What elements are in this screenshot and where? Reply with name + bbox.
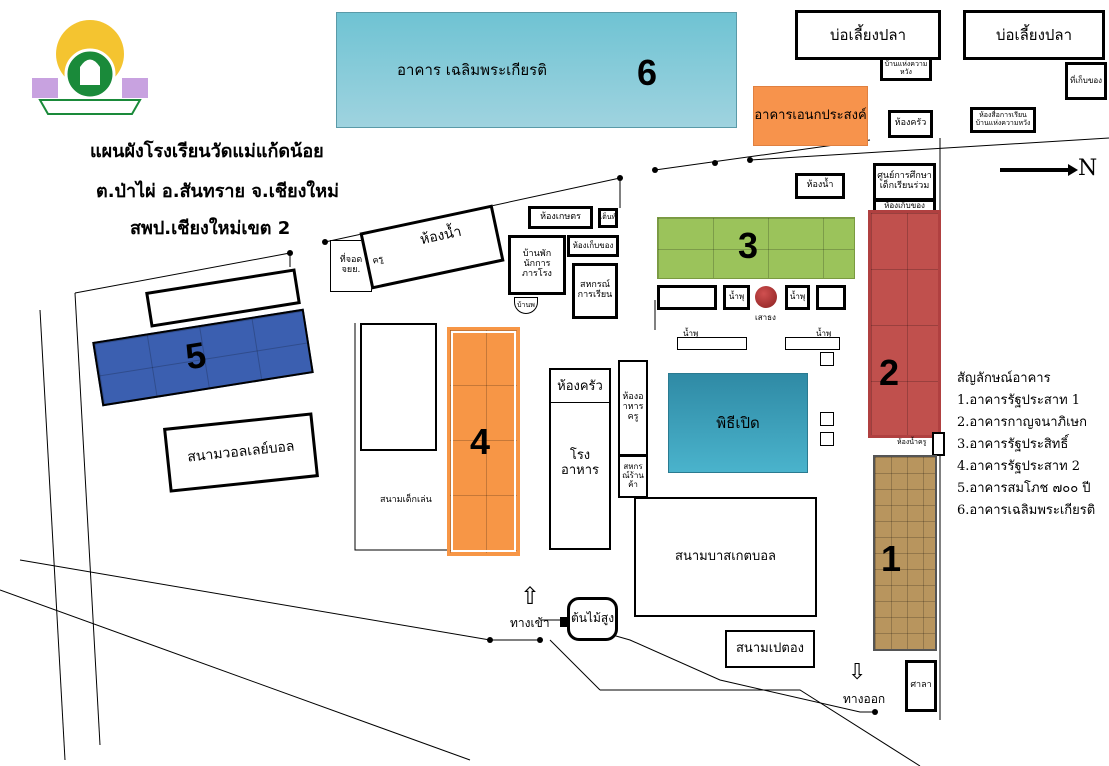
legend-item: 6.อาคารเฉลิมพระเกียรติ [957, 503, 1096, 518]
kitchen-label: ห้องครัว [557, 379, 603, 394]
storage-3: ห้องเก็บของ [567, 235, 619, 257]
entrance-label: ทางเข้า [510, 616, 550, 630]
flagpole-label: เสาธง [755, 313, 776, 322]
storage-top: ที่เก็บของ [1065, 62, 1107, 100]
fountain-3: น้ำพุ [683, 329, 699, 338]
teacher-restroom-label: ห้องน้ำครู [897, 438, 927, 446]
exit-arrow-icon: ⇩ [848, 660, 867, 685]
legend-item: 1.อาคารรัฐประสาท 1 [957, 393, 1081, 408]
fish-pond-2: บ่อเลี้ยงปลา [963, 10, 1105, 60]
fountain-2: น้ำพุ [785, 285, 810, 310]
janitor-house: บ้านพักนักการภารโรง [508, 235, 566, 295]
small-box [820, 432, 834, 446]
flagpole-icon [755, 286, 777, 308]
playground-label: สนามเด็กเล่น [380, 495, 432, 505]
tall-tree: ต้นไม้สูง [567, 597, 618, 641]
kitchen-top: ห้องครัว [888, 110, 933, 138]
entrance-arrow-icon: ⇧ [520, 582, 541, 610]
legend: สัญลักษณ์อาคาร 1.อาคารรัฐประสาท 1 2.อาคา… [957, 368, 1095, 522]
fountain-4: น้ำพุ [816, 329, 832, 338]
fountain-1: น้ำพุ [723, 285, 750, 310]
building-3-number: 3 [738, 225, 759, 266]
north-label: N [1078, 156, 1098, 181]
north-arrow: N [1000, 156, 1097, 184]
building-1-number: 1 [881, 538, 902, 579]
legend-item: 5.อาคารสมโภช ๗๐๐ ปี [957, 481, 1091, 496]
building-4-number: 4 [470, 421, 491, 462]
legend-item: 3.อาคารรัฐประสิทธิ์ [957, 437, 1069, 452]
canteen: ห้องครัว โรงอาหาร [549, 368, 611, 550]
multipurpose-building: อาคารเอนกประสงค์ [753, 86, 868, 146]
inclusive-center: ศูนย์การศึกษาเด็กเรียนร่วม [873, 163, 936, 201]
fountain-4-base [785, 337, 840, 350]
small-box [820, 412, 834, 426]
hope-house: บ้านแห่งความหวัง [880, 57, 932, 81]
agriculture-room: ห้องเกษตร [528, 206, 593, 229]
restroom-top: ห้องน้ำ [795, 173, 845, 199]
petanque-court: สนามเปตอง [725, 630, 815, 668]
legend-title: สัญลักษณ์อาคาร [957, 371, 1051, 386]
fish-pond-1: บ่อเลี้ยงปลา [795, 10, 941, 60]
basketball-court: สนามบาสเกตบอล [634, 497, 817, 617]
exit-label: ทางออก [843, 692, 886, 706]
pavilion: ศาลา [905, 660, 937, 712]
restroom-left-label: ห้องน้ำ [418, 223, 464, 249]
building-2-number: 2 [879, 352, 900, 393]
teacher-restroom-box [932, 432, 945, 456]
teacher-label: ครู [371, 254, 385, 267]
title-line2: ต.ป่าไผ่ อ.สันทราย จ.เชียงใหม่ [96, 181, 339, 202]
title-line3: สพป.เชียงใหม่เขต 2 [130, 218, 291, 239]
playground-building [360, 323, 437, 451]
tent: เต็นท์ [598, 208, 618, 228]
small-box [820, 352, 834, 366]
small-box [816, 285, 846, 310]
building-4[interactable]: 4 [447, 327, 520, 556]
school-logo [30, 12, 150, 124]
legend-item: 2.อาคารกาญจนาภิเษก [957, 415, 1087, 430]
building-3[interactable]: 3 [657, 217, 855, 279]
legend-item: 4.อาคารรัฐประสาท 2 [957, 459, 1081, 474]
media-room: ห้องสื่อการเรียน บ้านแห่งความหวัง [970, 107, 1036, 133]
coop-shop: สหกรณ์ร้านค้า [618, 455, 648, 498]
building-6-label: อาคาร เฉลิมพระเกียรติ [397, 60, 547, 79]
small-building [657, 285, 717, 310]
building-1[interactable]: 1 [873, 455, 937, 651]
canteen-label: โรงอาหาร [561, 448, 599, 478]
building-2[interactable]: 2 [868, 210, 941, 438]
building-6[interactable]: อาคาร เฉลิมพระเกียรติ 6 [336, 12, 737, 128]
title-line1: แผนผังโรงเรียนวัดแม่แก้ดน้อย [90, 141, 324, 162]
coop-learning: สหกรณ์การเรียน [572, 263, 618, 319]
teacher-dining: ห้องอาหารครู [618, 360, 648, 456]
building-6-number: 6 [637, 52, 658, 93]
building-5-number: 5 [182, 333, 209, 378]
ceremony-area: พิธีเปิด [668, 373, 808, 473]
fountain-3-base [677, 337, 747, 350]
